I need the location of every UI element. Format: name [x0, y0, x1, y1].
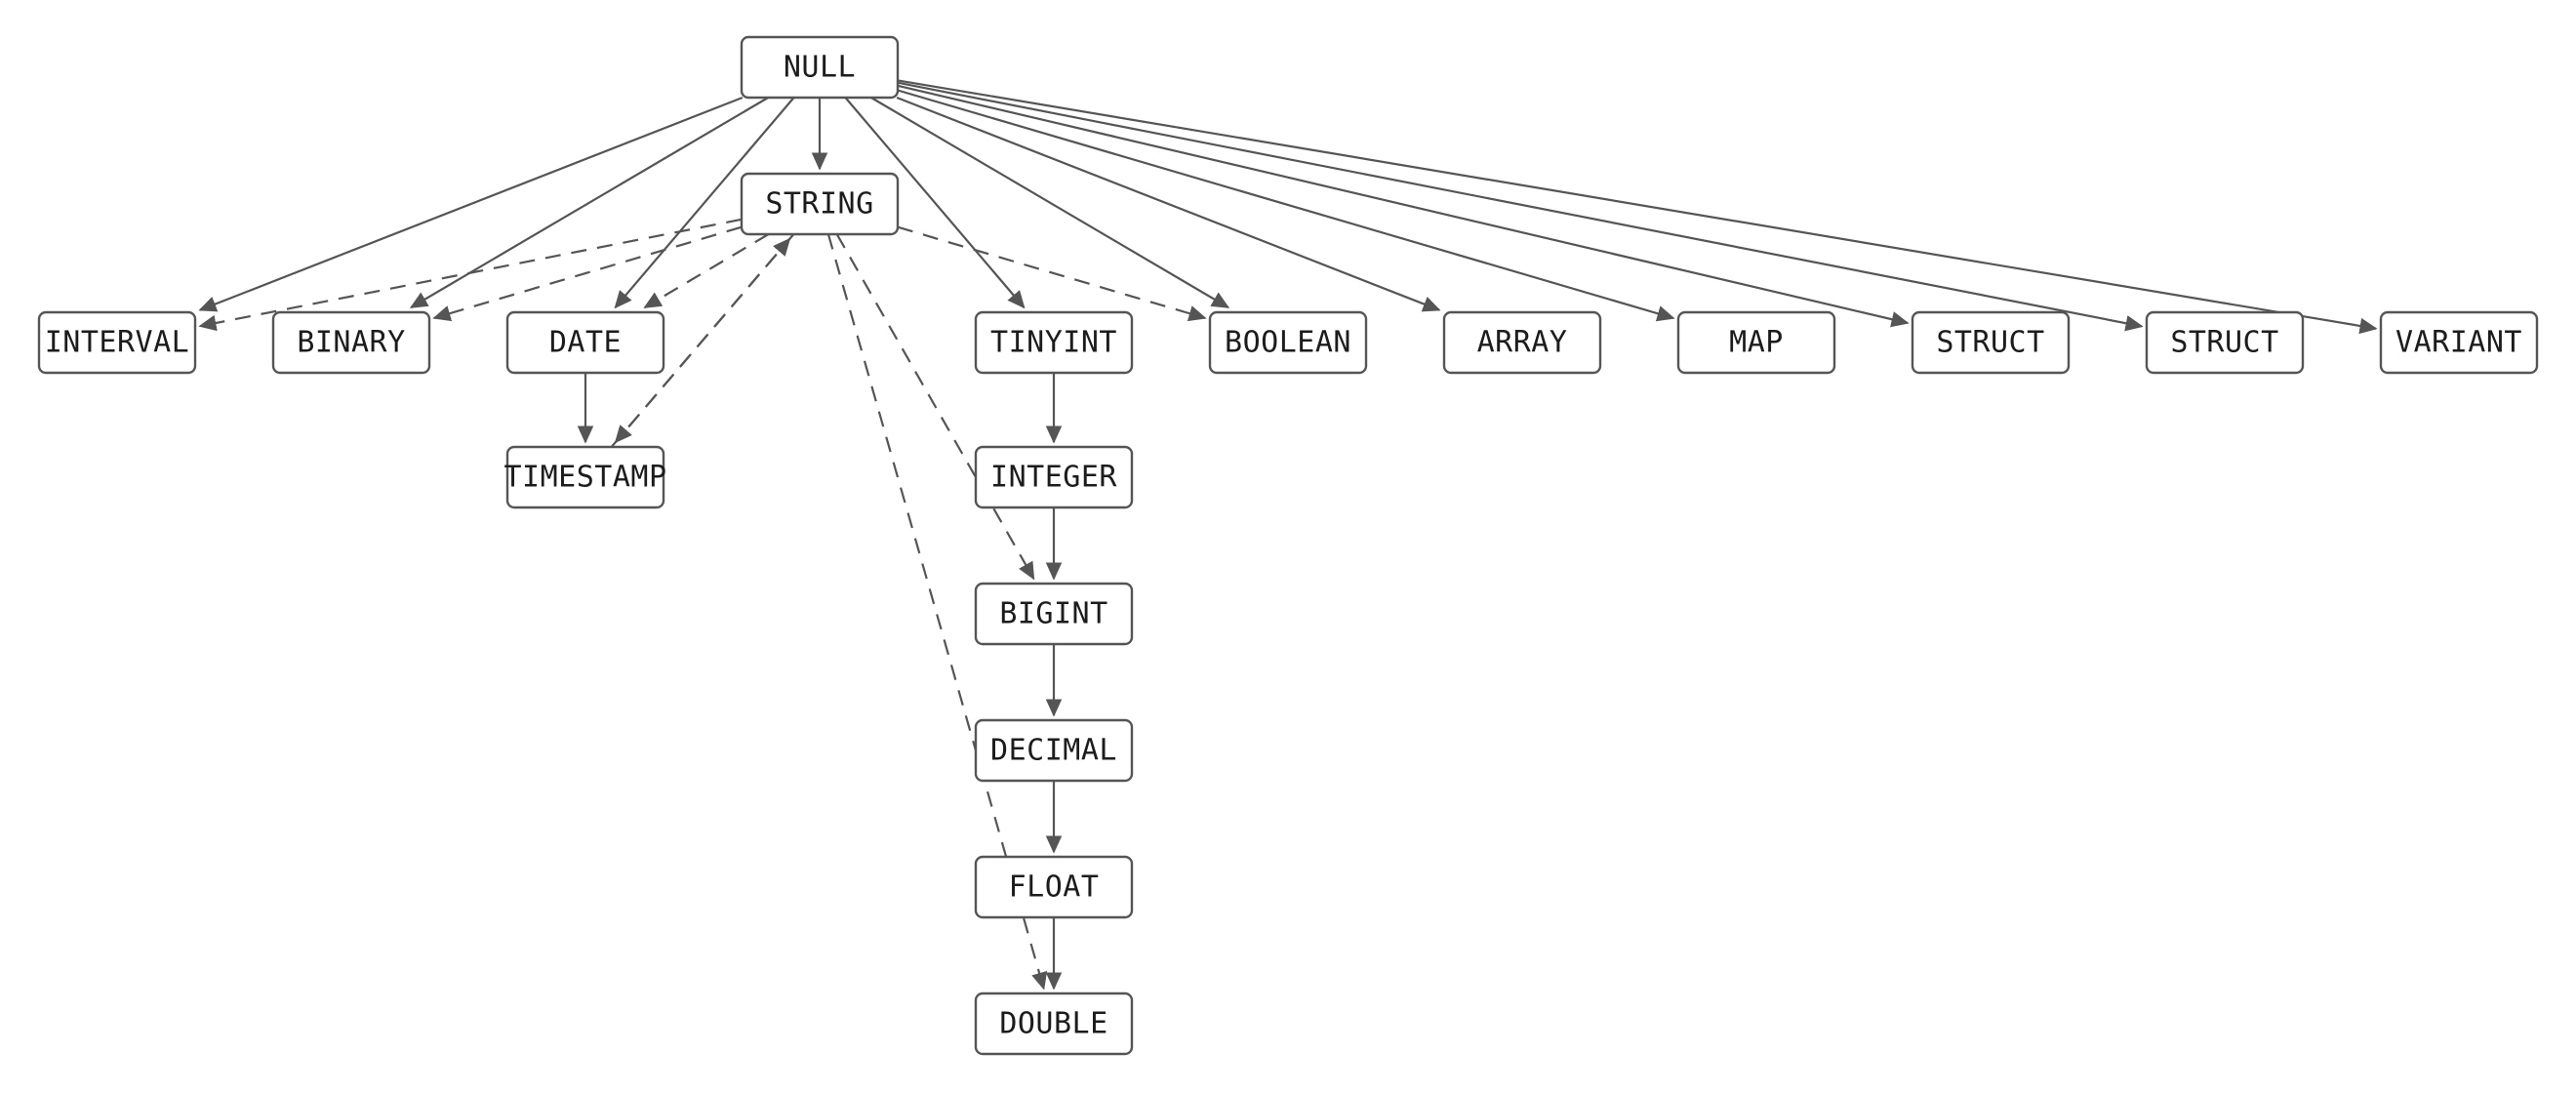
edge-null-to-interval: [198, 96, 744, 312]
node-label-array: ARRAY: [1477, 326, 1568, 360]
node-box-interval[interactable]: [37, 310, 197, 375]
node-label-struct1: STRUCT: [1936, 326, 2044, 360]
edge-null-to-struct1: [897, 84, 1910, 328]
node-box-double[interactable]: [974, 992, 1134, 1056]
node-boolean[interactable]: BOOLEAN: [1208, 310, 1368, 375]
node-null[interactable]: NULL: [740, 35, 900, 100]
node-layer: NULL STRING INTERVAL BINARY DATE TINYINT BOOLE…: [37, 35, 2539, 1056]
node-decimal[interactable]: DECIMAL: [974, 718, 1134, 783]
edge-layer: [198, 79, 2378, 991]
node-label-tinyint: TINYINT: [990, 326, 1117, 360]
node-box-array[interactable]: [1442, 310, 1602, 375]
node-label-map: MAP: [1729, 326, 1784, 360]
node-label-integer: INTEGER: [990, 461, 1117, 495]
node-label-interval: INTERVAL: [45, 326, 190, 360]
node-date[interactable]: DATE: [505, 310, 665, 375]
node-tinyint[interactable]: TINYINT: [974, 310, 1134, 375]
edge-string-to-date: [643, 233, 770, 308]
node-box-boolean[interactable]: [1208, 310, 1368, 375]
node-struct1[interactable]: STRUCT: [1911, 310, 2071, 375]
edge-null-to-date: [614, 97, 795, 309]
node-binary[interactable]: BINARY: [271, 310, 431, 375]
node-box-struct2[interactable]: [2145, 310, 2305, 375]
node-bigint[interactable]: BIGINT: [974, 582, 1134, 646]
node-box-date[interactable]: [505, 310, 665, 375]
node-label-date: DATE: [549, 326, 622, 360]
node-label-variant: VARIANT: [2395, 326, 2522, 360]
node-label-timestamp: TIMESTAMP: [503, 461, 666, 495]
node-label-null: NULL: [784, 51, 856, 85]
node-box-binary[interactable]: [271, 310, 431, 375]
edge-string-to-interval: [198, 218, 743, 332]
node-box-timestamp[interactable]: [505, 445, 665, 509]
edge-null-to-boolean: [870, 97, 1230, 308]
edge-null-to-tinyint: [844, 97, 1026, 309]
edge-string-to-bigint: [835, 233, 1035, 581]
node-string[interactable]: STRING: [740, 172, 900, 236]
node-label-decimal: DECIMAL: [990, 734, 1117, 768]
node-label-binary: BINARY: [297, 326, 405, 360]
node-float[interactable]: FLOAT: [974, 855, 1134, 919]
node-timestamp[interactable]: TIMESTAMP: [503, 445, 666, 509]
node-struct2[interactable]: STRUCT: [2145, 310, 2305, 375]
node-label-boolean: BOOLEAN: [1225, 326, 1351, 360]
node-label-bigint: BIGINT: [999, 597, 1107, 631]
node-box-null[interactable]: [740, 35, 900, 100]
node-box-struct1[interactable]: [1911, 310, 2071, 375]
node-label-struct2: STRUCT: [2170, 326, 2278, 360]
node-array[interactable]: ARRAY: [1442, 310, 1602, 375]
node-variant[interactable]: VARIANT: [2379, 310, 2539, 375]
edge-timestamp-to-string: [610, 237, 791, 448]
node-box-map[interactable]: [1676, 310, 1836, 375]
edge-null-to-binary: [409, 97, 769, 308]
node-label-string: STRING: [765, 187, 873, 222]
edge-string-to-binary: [432, 225, 743, 322]
node-map[interactable]: MAP: [1676, 310, 1836, 375]
edge-null-to-struct2: [897, 81, 2144, 332]
edge-string-to-boolean: [897, 225, 1207, 322]
node-box-decimal[interactable]: [974, 718, 1134, 783]
node-label-float: FLOAT: [1009, 870, 1100, 905]
node-double[interactable]: DOUBLE: [974, 992, 1134, 1056]
node-box-tinyint[interactable]: [974, 310, 1134, 375]
node-interval[interactable]: INTERVAL: [37, 310, 197, 375]
node-box-integer[interactable]: [974, 445, 1134, 509]
node-box-float[interactable]: [974, 855, 1134, 919]
node-label-double: DOUBLE: [999, 1007, 1107, 1041]
edge-null-to-array: [896, 96, 1441, 312]
edge-null-to-map: [897, 89, 1675, 322]
node-box-string[interactable]: [740, 172, 900, 236]
edge-null-to-variant: [897, 79, 2378, 335]
node-box-variant[interactable]: [2379, 310, 2539, 375]
node-box-bigint[interactable]: [974, 582, 1134, 646]
node-integer[interactable]: INTEGER: [974, 445, 1134, 509]
